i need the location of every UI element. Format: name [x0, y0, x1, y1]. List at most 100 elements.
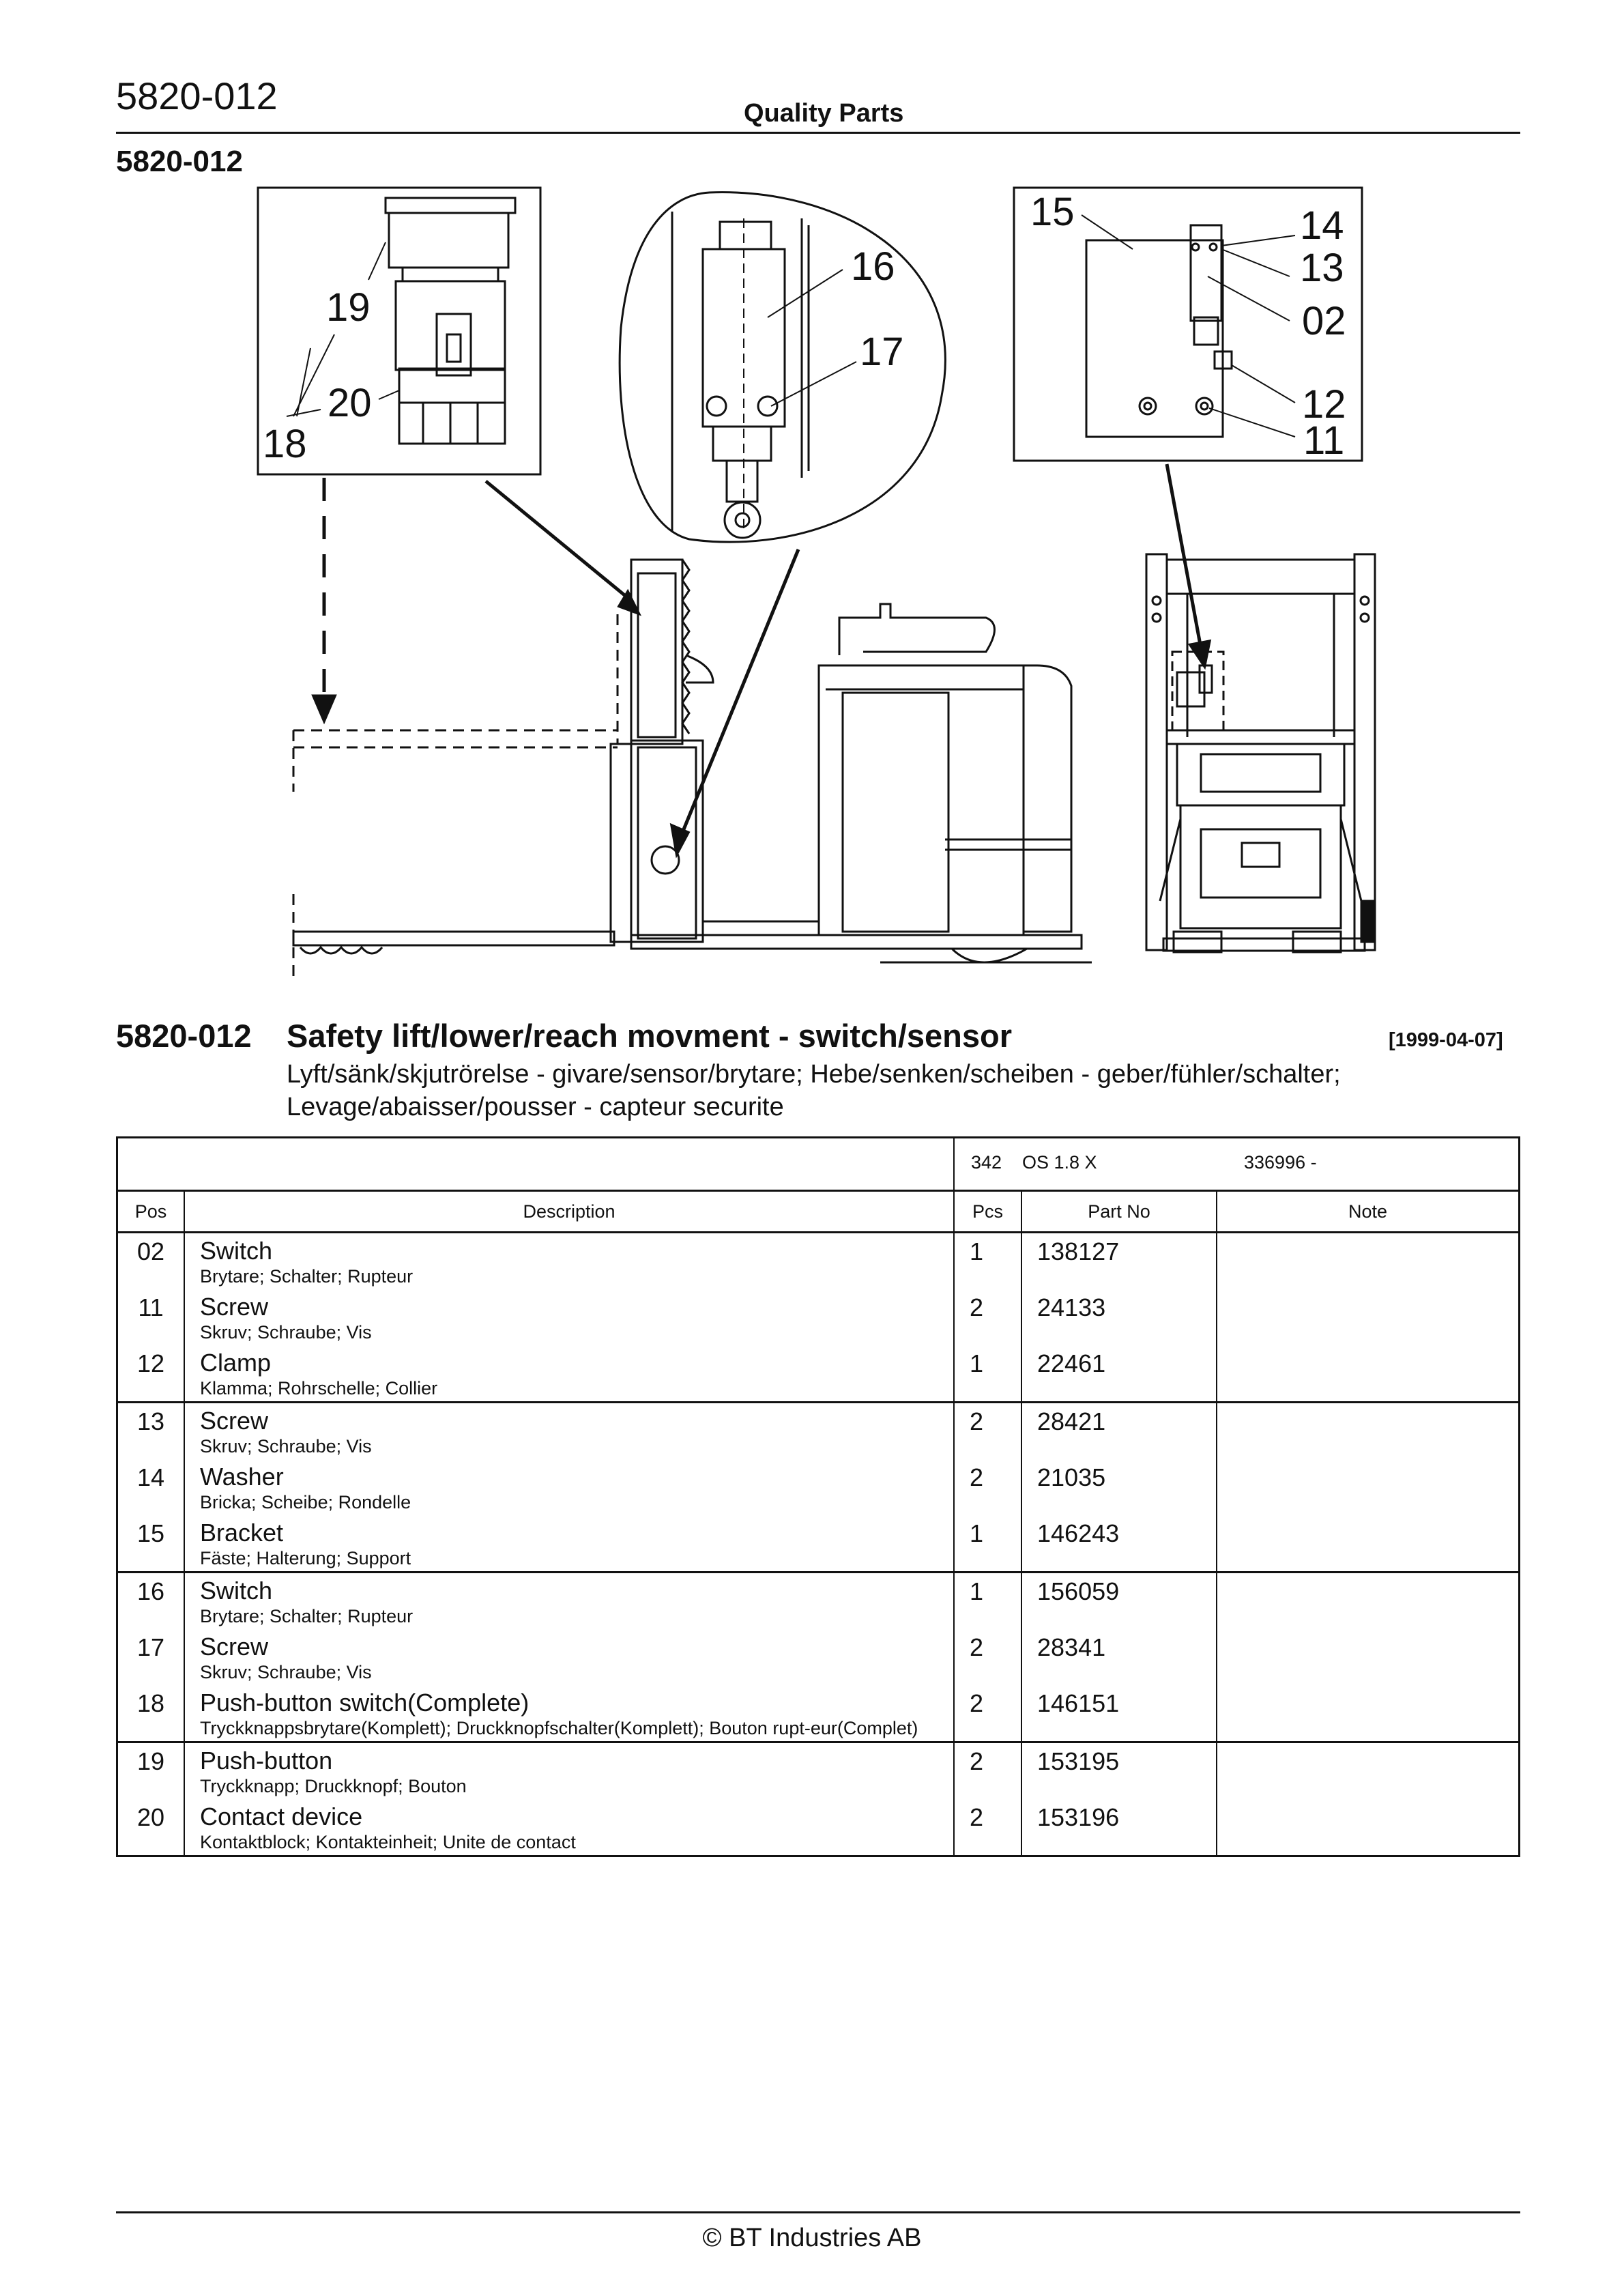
cell-pcs: 1: [954, 1515, 1022, 1573]
detail-bracket: [1013, 186, 1363, 462]
part-name: Bracket: [200, 1519, 284, 1547]
parts-table: 342 OS 1.8 X 336996 - Pos Description Pc…: [116, 1136, 1520, 1857]
cell-part-no: 28341: [1021, 1629, 1217, 1685]
part-name: Switch: [200, 1237, 273, 1265]
part-translations: Skruv; Schraube; Vis: [200, 1322, 372, 1343]
callout-labels: 19 20 18 16 17 15 14 13 02 12 11: [263, 190, 1346, 466]
callout-18: 18: [263, 422, 307, 466]
cell-description: Push-button switch(Complete)Tryckknappsb…: [184, 1685, 955, 1743]
part-translations: Kontaktblock; Kontakteinheit; Unite de c…: [200, 1832, 576, 1852]
cell-pos: 18: [118, 1685, 185, 1743]
header-rule: [116, 132, 1520, 134]
cell-note: [1217, 1629, 1518, 1685]
cell-part-no: 153196: [1021, 1799, 1217, 1855]
callout-14: 14: [1300, 203, 1344, 248]
callout-13: 13: [1300, 246, 1344, 290]
truck-rear-view: [1145, 553, 1376, 953]
cell-part-no: 28421: [1021, 1402, 1217, 1459]
cell-pos: 02: [118, 1232, 185, 1289]
table-header-row: Pos Description Pcs Part No Note: [118, 1192, 1518, 1233]
model-code: 342: [971, 1152, 1002, 1173]
callout-20: 20: [328, 381, 372, 425]
cell-pos: 16: [118, 1572, 185, 1629]
cell-note: [1217, 1289, 1518, 1345]
part-translations: Fäste; Halterung; Support: [200, 1548, 411, 1568]
part-name: Washer: [200, 1463, 284, 1491]
cell-pos: 13: [118, 1402, 185, 1459]
heading-translations: Lyft/sänk/skjutrörelse - givare/sensor/b…: [287, 1060, 1341, 1121]
cell-pcs: 2: [954, 1799, 1022, 1855]
cell-pcs: 2: [954, 1685, 1022, 1743]
part-translations: Skruv; Schraube; Vis: [200, 1662, 372, 1682]
callout-02: 02: [1302, 299, 1346, 343]
header-title: Quality Parts: [744, 99, 904, 128]
cell-pcs: 2: [954, 1402, 1022, 1459]
column-header-pos: Pos: [118, 1192, 185, 1233]
cell-note: [1217, 1573, 1518, 1630]
cell-note: [1217, 1403, 1518, 1460]
cell-part-no: 22461: [1021, 1345, 1217, 1403]
column-header-part-no: Part No: [1021, 1192, 1217, 1233]
parts-illustration: 19 20 18 16 17 15 14 13 02 12 11: [257, 186, 1376, 983]
footer-rule: [116, 2211, 1520, 2213]
cell-pos: 15: [118, 1515, 185, 1573]
section-heading-title: Safety lift/lower/reach movment - switch…: [287, 1018, 1013, 1054]
cell-pos: 11: [118, 1289, 185, 1345]
cell-pcs: 1: [954, 1232, 1022, 1289]
part-name: Contact device: [200, 1803, 363, 1831]
cell-part-no: 146243: [1021, 1515, 1217, 1573]
callout-16: 16: [851, 244, 895, 289]
callout-11: 11: [1303, 418, 1344, 463]
section-heading-code: 5820-012: [116, 1018, 252, 1054]
callout-19: 19: [326, 285, 371, 330]
cell-part-no: 138127: [1021, 1232, 1217, 1289]
cell-note: [1217, 1233, 1518, 1290]
cell-part-no: 153195: [1021, 1742, 1217, 1799]
cell-pcs: 1: [954, 1572, 1022, 1629]
callout-15: 15: [1030, 190, 1075, 234]
cell-pos: 12: [118, 1345, 185, 1403]
detail-push-button: [257, 186, 542, 476]
cell-note: [1217, 1515, 1518, 1573]
cell-pcs: 1: [954, 1345, 1022, 1403]
column-header-note: Note: [1217, 1192, 1518, 1233]
part-translations: Tryckknappsbrytare(Komplett); Druckknopf…: [200, 1718, 918, 1738]
part-translations: Klamma; Rohrschelle; Collier: [200, 1378, 438, 1398]
detail-switch-sensor: [618, 191, 946, 543]
cell-note: [1217, 1742, 1518, 1800]
cell-part-no: 146151: [1021, 1685, 1217, 1743]
truck-side-view: [292, 558, 1092, 983]
cell-pos: 19: [118, 1742, 185, 1799]
cell-pos: 14: [118, 1459, 185, 1515]
cell-note: [1217, 1685, 1518, 1743]
cell-part-no: 21035: [1021, 1459, 1217, 1515]
part-name: Screw: [200, 1407, 269, 1435]
footer-copyright: © BT Industries AB: [702, 2224, 922, 2252]
pointer-arrows: [311, 463, 1212, 859]
document-number: 5820-012: [116, 74, 278, 117]
callout-12: 12: [1302, 382, 1346, 427]
cell-part-no: 156059: [1021, 1572, 1217, 1629]
model-name: OS 1.8 X: [1022, 1152, 1097, 1173]
part-translations: Brytare; Schalter; Rupteur: [200, 1266, 414, 1287]
